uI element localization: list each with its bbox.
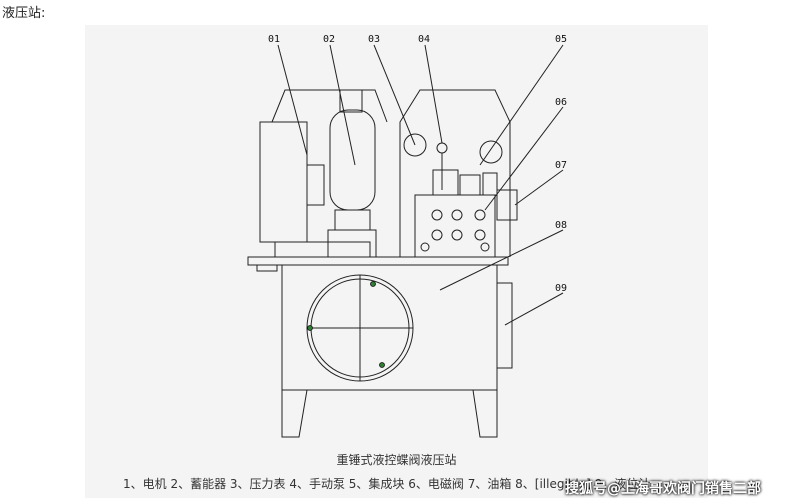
solenoid-valve-2 [459,174,481,196]
leader-07 [514,169,564,206]
leader-06 [484,106,564,211]
callout-05: 05 [555,34,567,45]
page-heading: 液压站: [2,6,46,21]
accumulator-cap [339,89,363,113]
leader-04 [424,44,443,144]
leader-08 [439,229,564,291]
manifold-block [414,194,496,258]
leader-02 [329,44,356,166]
callout-08: 08 [555,220,567,231]
motor-top [271,89,388,123]
diagram-drawing: 01 02 03 04 05 06 07 08 09 [247,34,567,438]
leader-05 [479,44,564,166]
level-gauge [496,282,513,369]
tank-leg-left [281,389,308,438]
leader-03 [373,44,416,146]
callout-07: 07 [555,160,567,171]
solenoid-valve-1 [432,169,459,196]
accumulator [329,109,376,211]
diagram-caption: 重锤式液控蝶阀液压站 [336,453,457,467]
callout-09: 09 [555,283,567,294]
hydraulic-station-diagram: 01 02 03 04 05 06 07 08 09 重锤式液控蝶阀液压站 1、… [85,25,708,498]
callout-06: 06 [555,97,567,108]
callout-04: 04 [418,34,430,45]
parts-legend: 1、电机 2、蓄能器 3、压力表 4、手动泵 5、集成块 6、电磁阀 7、油箱 … [123,477,651,491]
leader-01 [277,44,308,156]
solenoid-valve-3 [482,172,498,196]
hand-pump [496,189,518,221]
pressure-gauge-left [403,133,427,157]
pressure-gauge-right [479,140,503,164]
callout-02: 02 [323,34,335,45]
valve-housing [399,89,511,257]
tank-top-plate [247,256,509,266]
callout-03: 03 [368,34,380,45]
motor-body [259,121,308,243]
tank-leg-right [472,389,498,438]
leader-09 [504,292,564,326]
watermark: 搜狐号@上海哥欢阀门销售二部 [565,481,761,497]
callout-01: 01 [268,34,280,45]
